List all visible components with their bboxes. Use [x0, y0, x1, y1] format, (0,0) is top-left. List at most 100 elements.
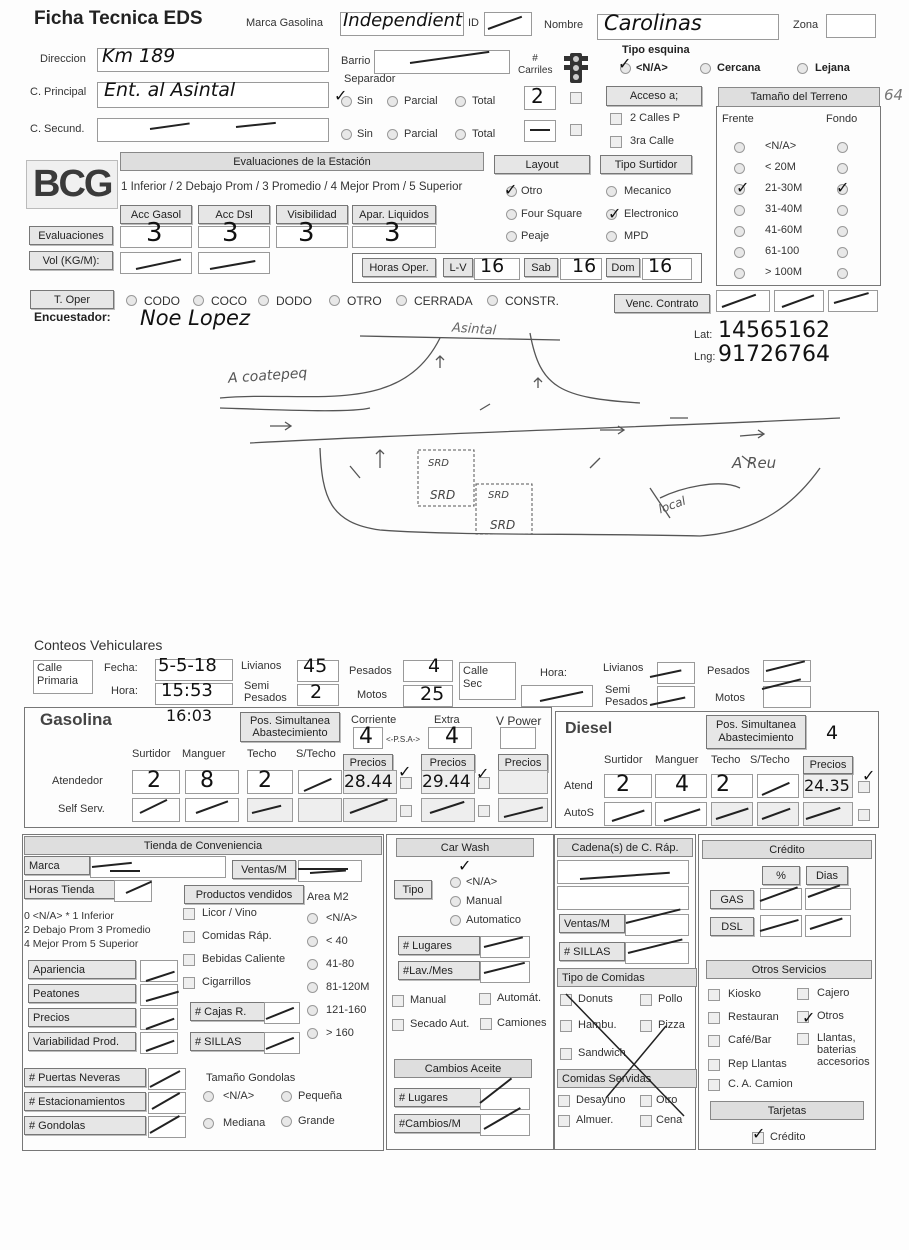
frente-radio-3[interactable] — [734, 205, 745, 216]
tamano-pequena-radio[interactable] — [281, 1091, 292, 1102]
cena-check[interactable] — [640, 1115, 652, 1127]
sep-parcial-radio-2[interactable] — [387, 129, 398, 140]
tamano-grande-radio[interactable] — [281, 1116, 292, 1127]
eval-acc-gasol-field[interactable] — [120, 226, 192, 248]
eval-col-apar-liquidos[interactable]: Apar. Liquidos — [352, 205, 436, 224]
credito-gas-label[interactable]: GAS — [710, 890, 754, 909]
otros-check-0[interactable] — [708, 989, 720, 1001]
diesel-pos-button[interactable]: Pos. Simultanea Abastecimiento — [706, 715, 806, 749]
dsl-atend-stecho[interactable] — [757, 774, 799, 798]
credito-gas-pct[interactable] — [760, 888, 802, 910]
oper-radio-1[interactable] — [193, 295, 204, 306]
producto-check-0[interactable] — [183, 908, 195, 920]
carriles-check-2[interactable] — [570, 124, 582, 136]
fecha-field[interactable] — [155, 659, 233, 681]
tienda-eval-label-2[interactable]: Precios — [28, 1008, 136, 1027]
dsl-atend-manguer[interactable] — [655, 774, 707, 798]
evaluaciones-row-label[interactable]: Evaluaciones — [29, 226, 113, 245]
carwash-manual-radio[interactable] — [450, 896, 461, 907]
horas-lv-field[interactable] — [474, 258, 520, 280]
acceso-button[interactable]: Acceso a; — [606, 86, 702, 106]
tienda-eval-field-1[interactable] — [140, 984, 178, 1006]
oper-radio-0[interactable] — [126, 295, 137, 306]
tienda-ventas-field[interactable] — [298, 860, 362, 882]
semi2-field[interactable] — [657, 686, 695, 708]
credito-dsl-label[interactable]: DSL — [710, 917, 754, 936]
producto-check-1[interactable] — [183, 931, 195, 943]
cajas-field[interactable] — [264, 1002, 300, 1024]
horas-tienda-label[interactable]: Horas Tienda — [24, 880, 116, 899]
otros-check-2[interactable] — [708, 1012, 720, 1024]
frente-radio-5[interactable] — [734, 247, 745, 258]
tienda-marca-field[interactable] — [90, 856, 226, 878]
contrato-field-3[interactable] — [828, 290, 878, 312]
otros-check-5[interactable] — [797, 1033, 809, 1045]
tarjetas-credito-check[interactable] — [752, 1132, 764, 1144]
surtidor-mecanico-radio[interactable] — [606, 186, 617, 197]
cadena-field-1[interactable] — [557, 860, 689, 884]
precio-extra-field[interactable] — [421, 770, 475, 794]
frente-radio-2[interactable] — [734, 184, 745, 195]
fondo-radio-2[interactable] — [837, 184, 848, 195]
semi-field[interactable] — [297, 684, 339, 706]
tienda-ventas-label[interactable]: Ventas/M — [232, 860, 296, 879]
carwash-secado-check[interactable] — [392, 1019, 404, 1031]
fondo-radio-5[interactable] — [837, 247, 848, 258]
cadena-ventas-field[interactable] — [625, 914, 689, 936]
dsl-self-stecho[interactable] — [757, 802, 799, 826]
esquina-cercana-radio[interactable] — [700, 63, 711, 74]
eval-apar-field[interactable] — [352, 226, 436, 248]
hora2-field[interactable] — [521, 685, 593, 707]
sep-sin-radio-1[interactable] — [341, 96, 352, 107]
tienda-sillas-field[interactable] — [264, 1032, 300, 1054]
frente-radio-1[interactable] — [734, 163, 745, 174]
pizza-check[interactable] — [640, 1020, 652, 1032]
esquina-na-radio[interactable] — [620, 63, 631, 74]
estacionamientos-field[interactable] — [148, 1092, 186, 1114]
gas-atend-techo[interactable] — [247, 770, 293, 794]
puertas-neveras-field[interactable] — [148, 1068, 186, 1090]
fondo-radio-3[interactable] — [837, 205, 848, 216]
gas-atend-surtidor[interactable] — [132, 770, 180, 794]
eval-visibilidad-field[interactable] — [276, 226, 348, 248]
venc-contrato-button[interactable]: Venc. Contrato — [614, 294, 710, 313]
sep-sin-radio-2[interactable] — [341, 129, 352, 140]
horas-button[interactable]: Horas Oper. — [362, 258, 436, 277]
aceite-lugares-field[interactable] — [480, 1088, 530, 1110]
surtidor-electronico-radio[interactable] — [606, 209, 617, 220]
carriles-check-1[interactable] — [570, 92, 582, 104]
layout-four-square-radio[interactable] — [506, 209, 517, 220]
eval-acc-dsl-field[interactable] — [198, 226, 270, 248]
sep-parcial-radio-1[interactable] — [387, 96, 398, 107]
carwash-lugares-field[interactable] — [480, 936, 530, 958]
pesados-field[interactable] — [403, 660, 453, 682]
area-radio-1[interactable] — [307, 936, 318, 947]
productos-vendidos-label[interactable]: Productos vendidos — [184, 885, 304, 904]
tienda-marca-label[interactable]: Marca — [24, 856, 90, 875]
fondo-radio-4[interactable] — [837, 226, 848, 237]
dsl-self-precio[interactable] — [803, 802, 853, 826]
tercera-calle-check[interactable] — [610, 136, 622, 148]
dsl-precio-check[interactable] — [858, 781, 870, 793]
area-radio-4[interactable] — [307, 1005, 318, 1016]
area-radio-0[interactable] — [307, 913, 318, 924]
carriles-field-2[interactable] — [524, 120, 556, 142]
credito-gas-dias[interactable] — [805, 888, 851, 910]
fondo-radio-6[interactable] — [837, 268, 848, 279]
motos-field[interactable] — [403, 685, 453, 707]
principal-field[interactable] — [97, 82, 329, 108]
frente-radio-4[interactable] — [734, 226, 745, 237]
carwash-tipo-button[interactable]: Tipo — [394, 880, 432, 899]
tienda-eval-field-3[interactable] — [140, 1032, 178, 1054]
gas-self-stecho[interactable] — [298, 798, 342, 822]
zona-field[interactable] — [826, 14, 876, 38]
gas-atend-manguer[interactable] — [185, 770, 239, 794]
hora-field[interactable] — [155, 683, 233, 705]
tienda-sillas-label[interactable]: # SILLAS — [190, 1032, 266, 1051]
gas-self-manguer[interactable] — [185, 798, 239, 822]
credito-dsl-pct[interactable] — [760, 915, 802, 937]
otros-check-1[interactable] — [797, 988, 809, 1000]
frente-radio-6[interactable] — [734, 268, 745, 279]
extra-field[interactable] — [428, 727, 472, 749]
precio-self-extra[interactable] — [421, 798, 475, 822]
